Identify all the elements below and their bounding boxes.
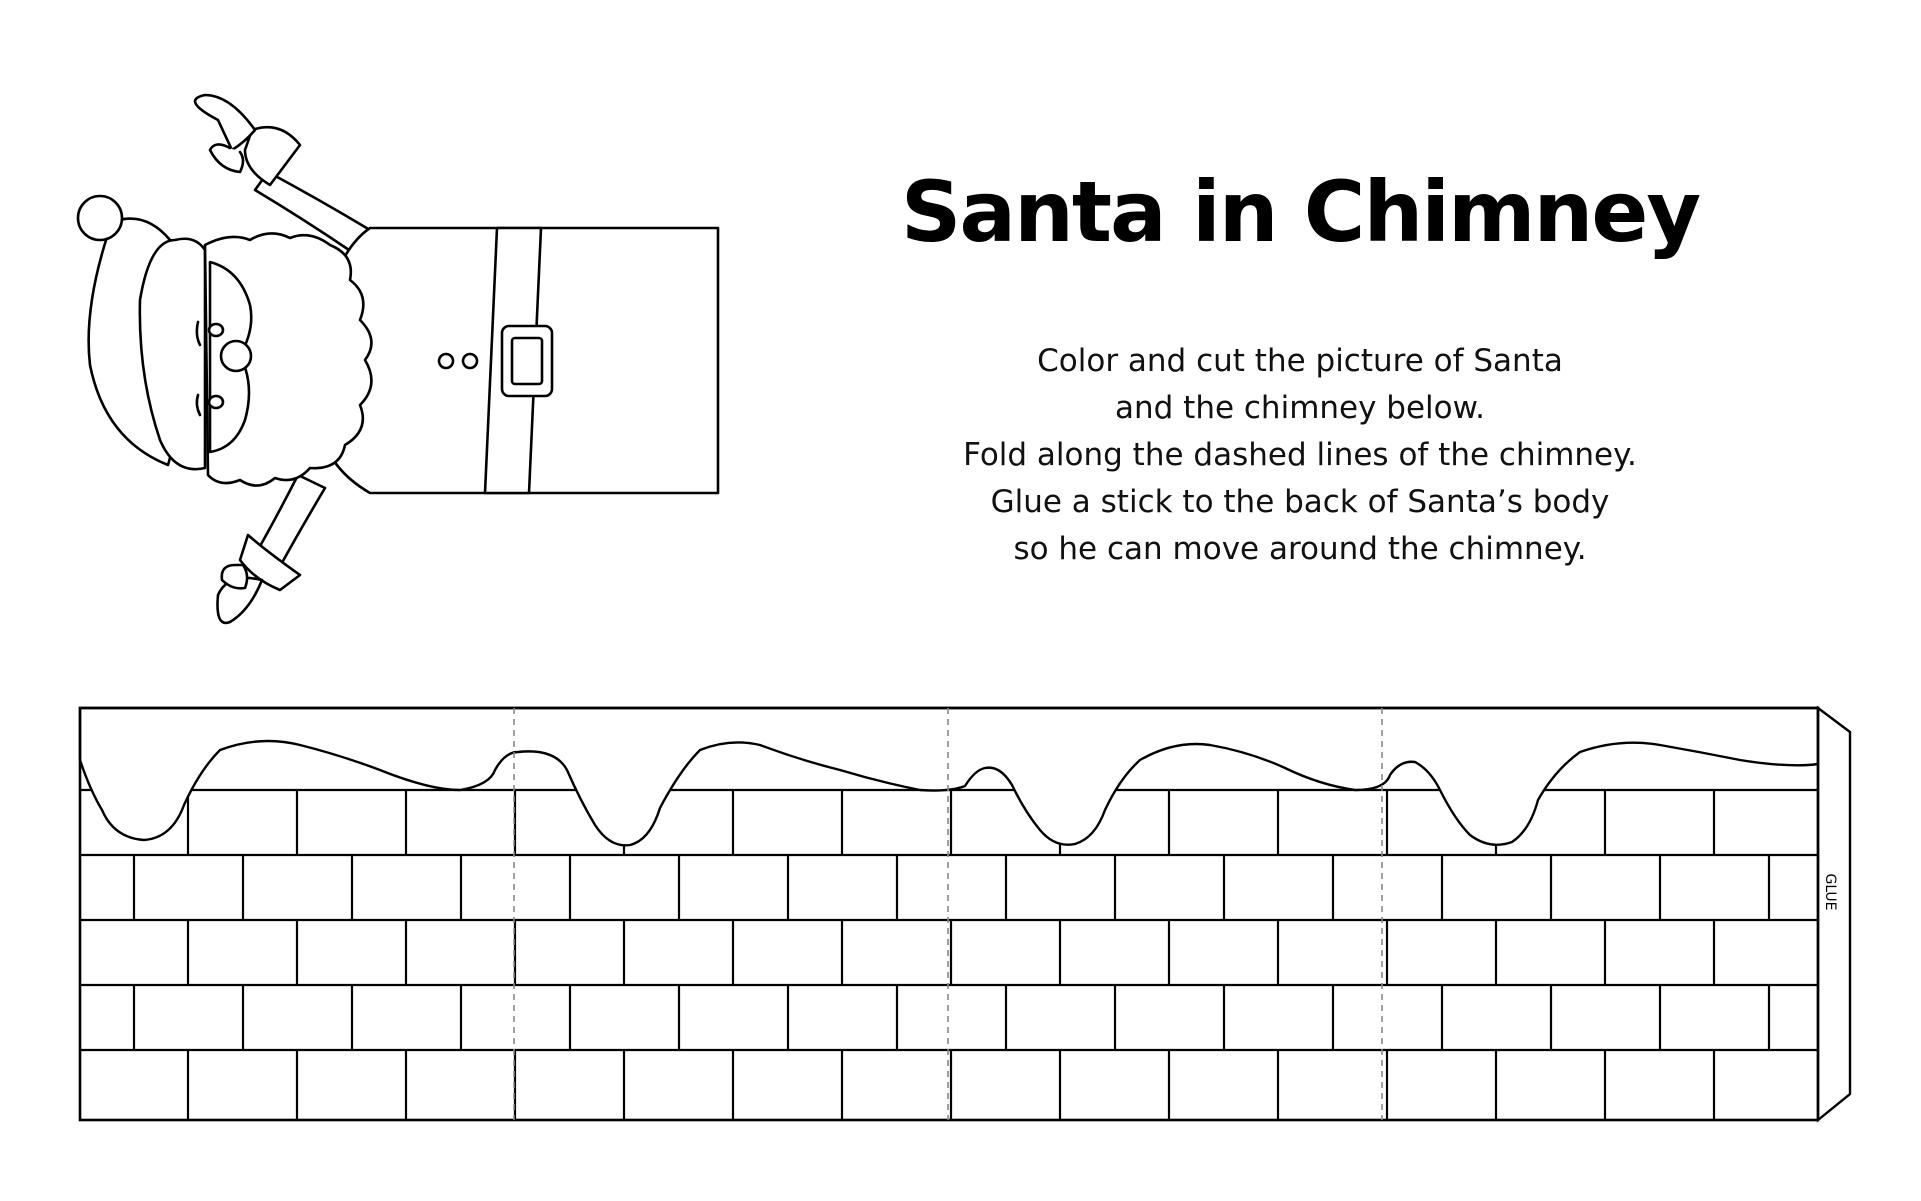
instructions-text: Color and cut the picture of Santa and t… xyxy=(900,338,1700,573)
instruction-line: so he can move around the chimney. xyxy=(1013,531,1587,567)
coat-button-icon xyxy=(461,352,479,370)
chimney-bricks xyxy=(80,788,1818,1120)
santa-nose-icon xyxy=(219,339,253,373)
page-title: Santa in Chimney xyxy=(900,163,1701,261)
coat-button-icon xyxy=(437,352,455,370)
santa-belt xyxy=(483,226,554,495)
instruction-line: Color and cut the picture of Santa xyxy=(1037,343,1563,379)
instruction-line: and the chimney below. xyxy=(1114,390,1486,426)
santa-hat-icon xyxy=(76,194,207,471)
instruction-line: Fold along the dashed lines of the chimn… xyxy=(963,437,1637,473)
upper-mitten-icon xyxy=(193,93,302,187)
fold-lines xyxy=(513,708,1383,1120)
glue-tab xyxy=(1816,705,1852,1123)
chimney-outline xyxy=(78,706,1820,1122)
lower-mitten-icon xyxy=(216,533,302,625)
instruction-line: Glue a stick to the back of Santa’s body xyxy=(990,484,1610,520)
glue-tab-label: GLUE xyxy=(1822,873,1838,910)
santa-face xyxy=(195,260,253,454)
santa-illustration xyxy=(76,93,720,625)
santa-eye-icon xyxy=(207,394,225,410)
snow-cap xyxy=(78,706,1820,847)
hat-pompom-icon xyxy=(76,194,124,242)
glue-tab-shape xyxy=(1816,705,1852,1123)
santa-eye-icon xyxy=(207,322,225,338)
